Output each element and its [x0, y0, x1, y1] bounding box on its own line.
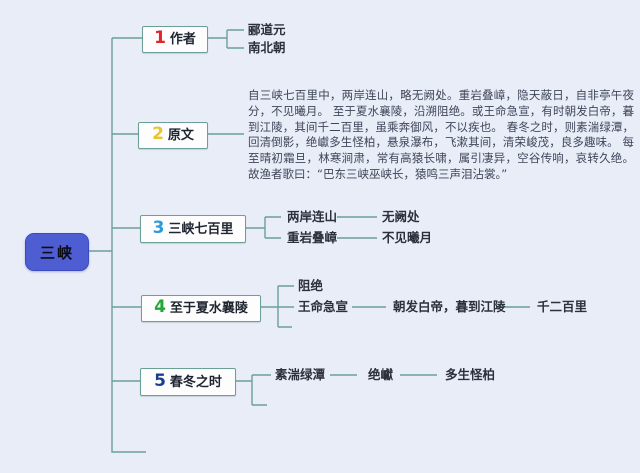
node-4-number: 4: [154, 297, 166, 317]
node4-connectors: [112, 285, 530, 328]
leaf-no-sun-moon: 不见曦月: [382, 230, 433, 245]
trunk-line: [111, 38, 146, 453]
node-3-label: 三峡七百里: [168, 221, 234, 237]
leaf-royal-order: 王命急宣: [298, 299, 349, 314]
leaf-author-dynasty: 南北朝: [248, 40, 286, 55]
root-node-sanxia[interactable]: 三峡: [25, 233, 89, 271]
node3-connectors: [112, 216, 377, 239]
leaf-layered-cliffs: 重岩叠嶂: [287, 230, 338, 245]
node-1-label: 作者: [169, 32, 196, 47]
node-2-number: 2: [152, 124, 164, 144]
node-2-original-text[interactable]: 2 原文: [138, 122, 208, 149]
leaf-steep-peaks: 绝巘: [368, 367, 394, 382]
leaf-mountains-both-banks: 两岸连山: [287, 209, 338, 224]
node-4-summer-water[interactable]: 4 至于夏水襄陵: [141, 295, 261, 322]
node-3-number: 3: [152, 217, 165, 238]
node-3-seven-hundred-li[interactable]: 3 三峡七百里: [140, 215, 246, 243]
node-2-label: 原文: [167, 128, 194, 143]
leaf-green-pools: 素湍绿潭: [275, 367, 326, 382]
node5-connectors: [112, 374, 437, 406]
node-1-number: 1: [154, 28, 166, 48]
node-5-number: 5: [154, 370, 166, 391]
leaf-twelve-hundred-li: 千二百里: [537, 299, 588, 314]
original-text-paragraph: 自三峡七百里中，两岸连山，略无阙处。重岩叠嶂，隐天蔽日，自非亭午夜分，不见曦月。…: [248, 88, 634, 181]
leaf-strange-cypress: 多生怪柏: [445, 367, 496, 382]
node-5-label: 春冬之时: [169, 374, 222, 390]
node-5-spring-winter[interactable]: 5 春冬之时: [140, 368, 236, 396]
leaf-author-name: 郦道元: [248, 22, 286, 37]
leaf-baidi-jiangling: 朝发白帝，暮到江陵: [393, 299, 506, 314]
leaf-blocked: 阻绝: [298, 278, 324, 293]
node1-connectors: [112, 29, 244, 49]
node-4-label: 至于夏水襄陵: [169, 301, 248, 316]
leaf-no-gap: 无阙处: [382, 209, 420, 224]
node-1-author[interactable]: 1 作者: [142, 26, 208, 53]
